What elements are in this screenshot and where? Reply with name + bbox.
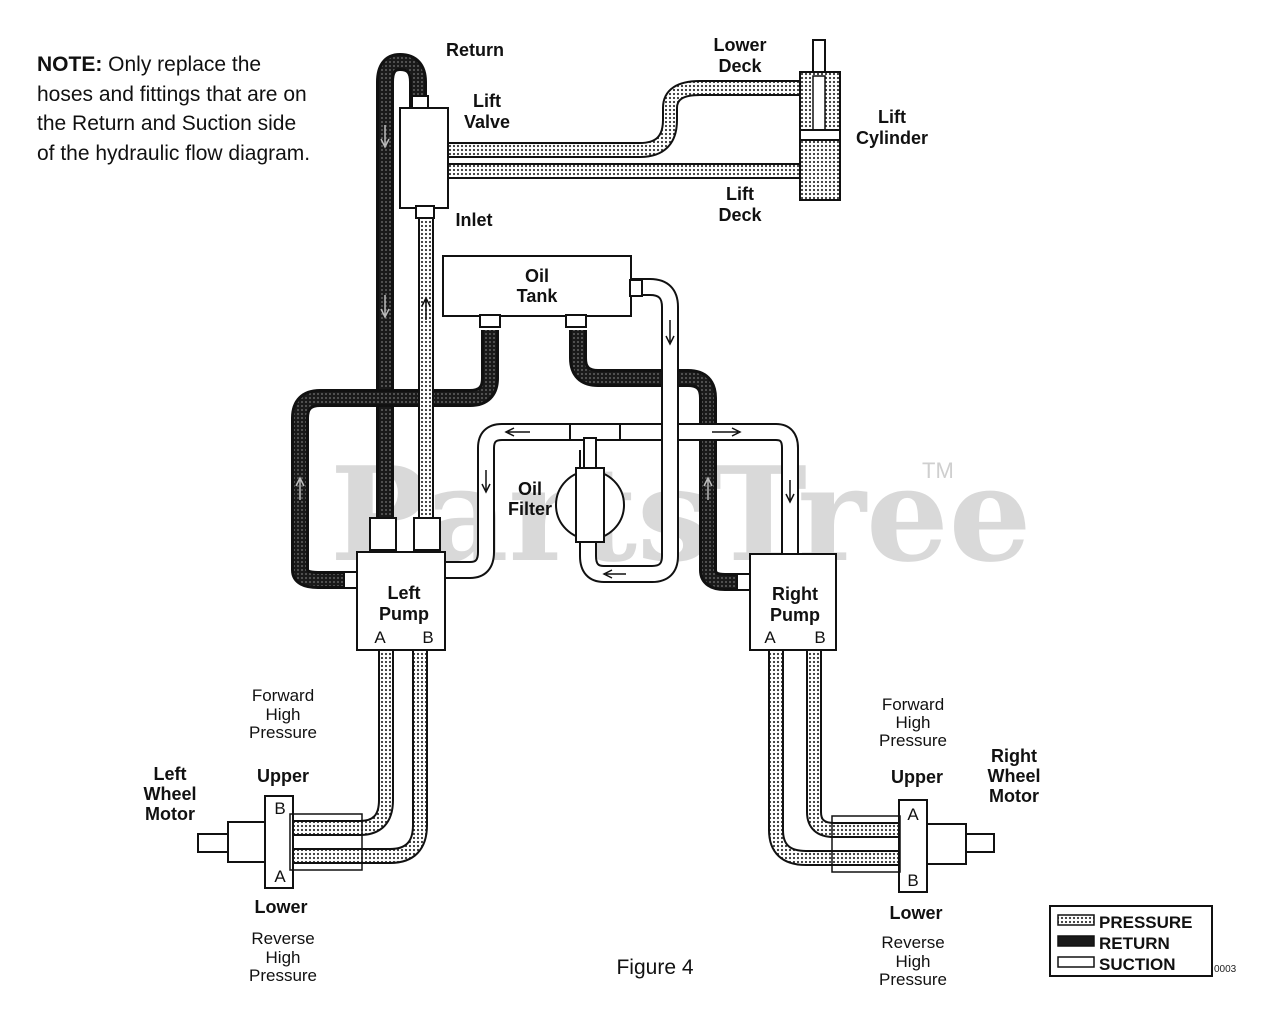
right-wheel-motor-label-1: Right bbox=[991, 746, 1037, 766]
left-reverse-label-1: Reverse bbox=[251, 929, 314, 948]
left-upper-label: Upper bbox=[257, 766, 309, 786]
figure-caption: Figure 4 bbox=[616, 956, 693, 979]
lift-deck-label-2: Deck bbox=[718, 205, 762, 225]
right-forward-label-2: High bbox=[896, 713, 931, 732]
legend-pressure-label: PRESSURE bbox=[1099, 913, 1193, 932]
right-reverse-label-2: High bbox=[896, 952, 931, 971]
note-body: Only replace the hoses and fittings that… bbox=[37, 53, 311, 165]
left-wheel-motor-label-1: Left bbox=[154, 764, 187, 784]
image-code: 0003 bbox=[1214, 964, 1237, 975]
lift-deck-label-1: Lift bbox=[726, 184, 754, 204]
right-lower-label: Lower bbox=[889, 903, 942, 923]
right-forward-label-1: Forward bbox=[882, 695, 944, 714]
right-pump-label-2: Pump bbox=[770, 605, 820, 625]
legend-return-label: RETURN bbox=[1099, 934, 1170, 953]
left-pump-label-2: Pump bbox=[379, 604, 429, 624]
legend-suction-label: SUCTION bbox=[1099, 955, 1176, 974]
lower-deck-label-1: Lower bbox=[713, 35, 766, 55]
oil-filter-label-2: Filter bbox=[508, 499, 552, 519]
lift-cylinder-label-1: Lift bbox=[878, 107, 906, 127]
left-forward-label-1: Forward bbox=[252, 686, 314, 705]
right-wheel-motor-label-3: Motor bbox=[989, 786, 1039, 806]
lift-valve-label-2: Valve bbox=[464, 112, 510, 132]
right-pump bbox=[736, 553, 837, 651]
pressure-lines bbox=[282, 80, 912, 866]
suction-lines bbox=[400, 278, 799, 583]
oil-tank-label-2: Tank bbox=[517, 286, 559, 306]
right-wheel-motor-label-2: Wheel bbox=[987, 766, 1040, 786]
right-pump-port-a: A bbox=[764, 628, 776, 647]
left-pump-port-a: A bbox=[374, 628, 386, 647]
left-motor-port-b: B bbox=[274, 799, 285, 818]
left-pump-label-1: Left bbox=[388, 583, 421, 603]
left-reverse-label-3: Pressure bbox=[249, 966, 317, 985]
legend-suction-swatch bbox=[1057, 956, 1095, 968]
right-motor-port-b: B bbox=[907, 871, 918, 890]
left-lower-label: Lower bbox=[254, 897, 307, 917]
left-pump-port-b: B bbox=[422, 628, 433, 647]
oil-tank-label-1: Oil bbox=[525, 266, 549, 286]
inlet-label: Inlet bbox=[455, 210, 492, 230]
left-forward-label-2: High bbox=[266, 705, 301, 724]
left-pump bbox=[343, 517, 446, 651]
left-reverse-label-2: High bbox=[266, 948, 301, 967]
right-pump-label-1: Right bbox=[772, 584, 818, 604]
left-wheel-motor-label-3: Motor bbox=[145, 804, 195, 824]
right-reverse-label-1: Reverse bbox=[881, 933, 944, 952]
oil-tank bbox=[442, 255, 643, 328]
legend-pressure-swatch bbox=[1057, 914, 1095, 926]
left-motor-port-a: A bbox=[274, 867, 286, 886]
lift-cylinder bbox=[799, 39, 841, 201]
lower-deck-label-2: Deck bbox=[718, 56, 762, 76]
oil-filter bbox=[555, 423, 625, 543]
right-reverse-label-3: Pressure bbox=[879, 970, 947, 989]
left-wheel-motor-label-2: Wheel bbox=[143, 784, 196, 804]
right-forward-label-3: Pressure bbox=[879, 731, 947, 750]
legend: PRESSURE RETURN SUCTION bbox=[1049, 905, 1213, 977]
right-motor-port-a: A bbox=[907, 805, 919, 824]
lift-valve bbox=[399, 95, 449, 219]
return-label: Return bbox=[446, 40, 504, 60]
note-heading: NOTE: bbox=[37, 53, 103, 76]
left-wheel-motor bbox=[197, 795, 363, 889]
legend-return-swatch bbox=[1057, 935, 1095, 947]
oil-filter-label-1: Oil bbox=[518, 479, 542, 499]
right-pump-port-b: B bbox=[814, 628, 825, 647]
lift-valve-label-1: Lift bbox=[473, 91, 501, 111]
flow-arrows bbox=[295, 125, 795, 579]
return-lines bbox=[291, 53, 742, 591]
note-text: NOTE: Only replace the hoses and fitting… bbox=[37, 50, 317, 168]
lift-cylinder-label-2: Cylinder bbox=[856, 128, 928, 148]
right-wheel-motor bbox=[831, 799, 995, 893]
left-forward-label-3: Pressure bbox=[249, 723, 317, 742]
right-upper-label: Upper bbox=[891, 767, 943, 787]
watermark-trademark: TM bbox=[922, 458, 954, 483]
